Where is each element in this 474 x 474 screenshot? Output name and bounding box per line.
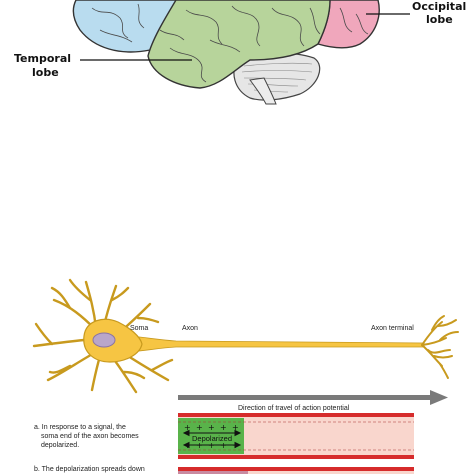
brain-diagram: Occipital lobe Temporal lobe (14, 0, 466, 105)
occipital-label-line1: Occipital (412, 0, 466, 13)
nucleus (92, 332, 116, 348)
axon (129, 335, 425, 353)
soma-label: Soma (130, 325, 148, 332)
spread-arrows (182, 429, 242, 449)
direction-arrow-head (430, 390, 448, 405)
depolarized-zone-b (178, 471, 248, 474)
plus-sign: + (184, 423, 191, 432)
gyri-lines (91, 3, 369, 83)
brain-stem (249, 77, 277, 105)
membrane-top-b (178, 467, 414, 471)
cerebellum-folds (241, 62, 313, 93)
step-b: b. The depolarization spreads down (34, 466, 414, 474)
axon-terminal-branches (421, 315, 459, 379)
plus-sign: + (208, 423, 215, 432)
direction-label: Direction of travel of action potential (238, 405, 350, 412)
step-a-line3: depolarized. (41, 442, 79, 449)
axon-segment-b (178, 471, 414, 474)
plus-sign: + (220, 423, 227, 432)
step-a: a. In response to a signal, the soma end… (34, 413, 414, 459)
occipital-label-line2: lobe (426, 13, 453, 26)
temporal-lobe (147, 0, 331, 89)
plus-sign: + (196, 423, 203, 432)
step-b-line1: b. The depolarization spreads down (34, 466, 145, 473)
membrane-top (178, 413, 414, 417)
neuron-diagram: Soma Axon Axon terminal (32, 278, 459, 394)
depolarized-label: Depolarized (192, 434, 232, 443)
step-a-line2: soma end of the axon becomes (41, 433, 139, 440)
direction-arrow-shaft (178, 395, 432, 400)
temporal-label-line2: lobe (32, 66, 59, 79)
direction-indicator: Direction of travel of action potential (178, 390, 448, 412)
membrane-bottom (178, 455, 414, 459)
plus-sign: + (232, 423, 239, 432)
temporal-label-line1: Temporal (14, 52, 71, 65)
step-a-line1: a. In response to a signal, the (34, 424, 126, 431)
axon-label: Axon (182, 325, 198, 332)
axon-terminal-label: Axon terminal (371, 325, 414, 332)
